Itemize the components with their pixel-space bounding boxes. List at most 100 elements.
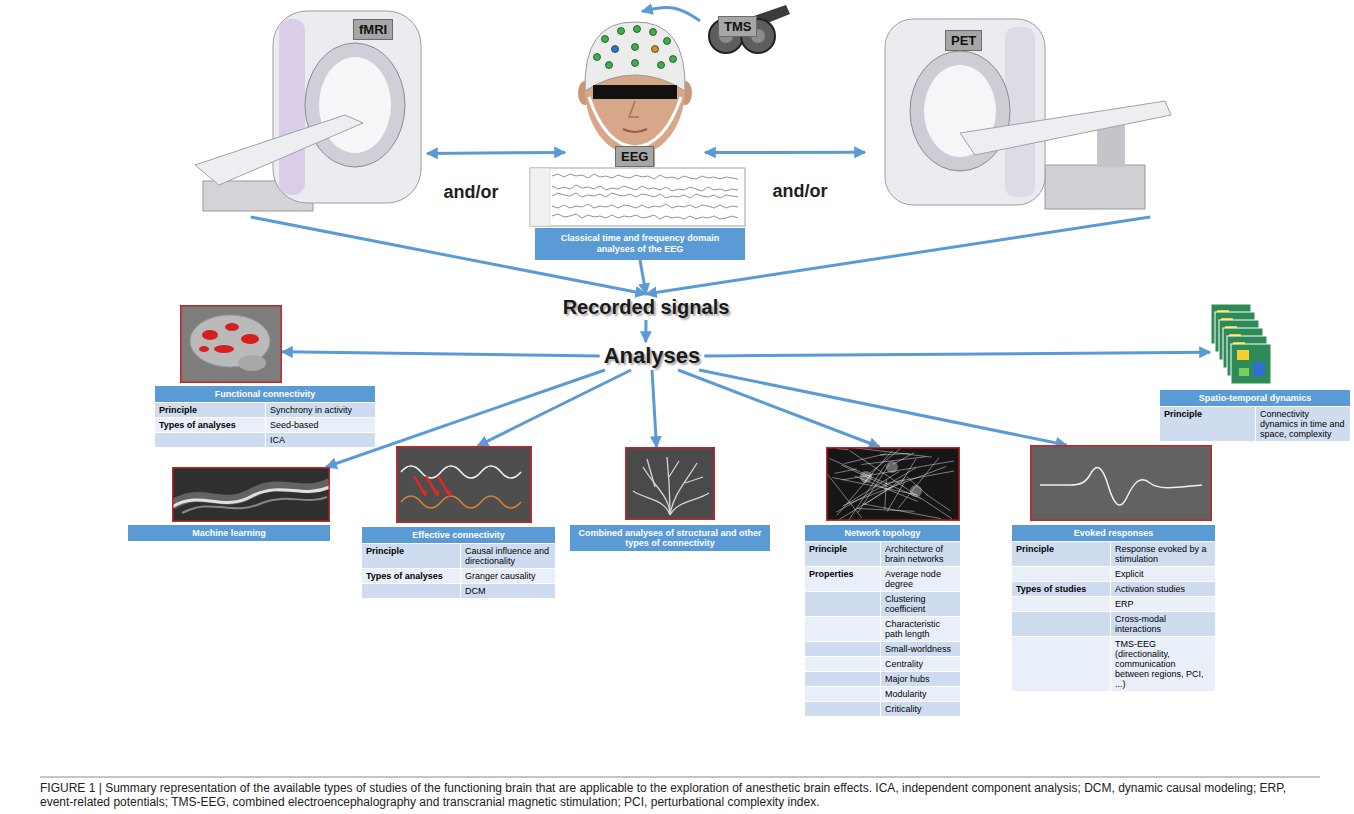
- electrode: [652, 46, 659, 53]
- thumbnail-image: [826, 447, 960, 521]
- map-patch: [1237, 350, 1249, 360]
- data-cloud: [182, 497, 327, 513]
- electrode: [658, 62, 665, 69]
- flow-arrow: [642, 8, 700, 21]
- thumbnail-image: [396, 446, 532, 523]
- network-edge: [829, 458, 920, 498]
- equipment-node: fMRI: [195, 5, 427, 217]
- image-ground: [180, 305, 282, 383]
- eeg-trace: [552, 204, 738, 208]
- row-value: Centrality: [881, 657, 960, 671]
- info-table: Network topologyPrincipleArchitecture of…: [805, 525, 960, 716]
- equipment-node: EEG: [565, 5, 705, 167]
- row-value: ICA: [266, 433, 375, 447]
- electrode: [632, 60, 639, 67]
- analysis-thumbnail: [625, 447, 715, 520]
- row-label: [1012, 612, 1110, 636]
- network-glow: [860, 471, 872, 483]
- row-value: Response evoked by a stimulation: [1111, 542, 1215, 566]
- box-text: Classical time and frequency domain anal…: [561, 233, 720, 254]
- scanner-accent: [279, 19, 305, 195]
- analysis-thumbnail: [826, 447, 960, 521]
- equipment-tag: TMS: [718, 16, 757, 37]
- thumbnail-frame: [397, 447, 532, 523]
- row-label: [155, 433, 265, 447]
- flow-arrow: [678, 370, 879, 447]
- analysis-thumbnail: [172, 467, 330, 522]
- row-label: [1012, 637, 1110, 691]
- row-value: Clustering coefficient: [881, 592, 960, 616]
- row-label: [805, 672, 880, 686]
- fibre-tract: [647, 459, 655, 487]
- map-patch: [1239, 368, 1249, 376]
- table-header: Machine learning: [128, 525, 330, 541]
- network-edge: [857, 508, 915, 511]
- stage-heading: Analyses: [600, 342, 705, 370]
- network-edge: [862, 504, 941, 519]
- caption-rule: [40, 777, 1320, 778]
- flow-arrow: [705, 151, 865, 154]
- row-value: Granger causality: [461, 569, 555, 583]
- map-patch: [1253, 362, 1265, 376]
- thumbnail-image: [1210, 303, 1274, 385]
- row-value: Seed-based: [266, 418, 375, 432]
- equipment-tag: PET: [945, 30, 982, 51]
- equipment-illustration: [865, 15, 1175, 217]
- analysis-thumbnail: [1030, 445, 1212, 521]
- data-cloud: [172, 483, 330, 505]
- electrode: [664, 38, 671, 45]
- network-edge: [926, 494, 950, 510]
- row-label: Principle: [805, 542, 880, 566]
- flow-arrow: [427, 151, 565, 155]
- analysis-panel: Network topologyPrincipleArchitecture of…: [805, 447, 960, 716]
- row-label: Types of analyses: [362, 569, 460, 583]
- activation-blob: [214, 345, 234, 353]
- equipment-label: TMS: [724, 19, 751, 34]
- activation-blob: [199, 346, 209, 352]
- electrode: [650, 29, 657, 36]
- eeg-trace: [552, 174, 738, 179]
- row-label: [1012, 567, 1110, 581]
- electrode: [602, 36, 609, 43]
- fibre-tract: [633, 491, 670, 515]
- eeg-trace-frame: [530, 168, 745, 226]
- equipment-tag: EEG: [615, 146, 654, 167]
- row-label: [805, 702, 880, 716]
- network-glow: [886, 461, 898, 473]
- thumbnail-frame: [827, 448, 960, 521]
- cap-strap: [589, 97, 681, 147]
- analysis-thumbnail: [180, 305, 282, 383]
- flow-arrow: [652, 370, 657, 447]
- info-table: Evoked responsesPrincipleResponse evoked…: [1012, 525, 1215, 691]
- analysis-panel: Effective connectivityPrincipleCausal in…: [362, 446, 555, 598]
- row-label: [1012, 597, 1110, 611]
- electrode: [634, 26, 641, 33]
- row-label: Principle: [362, 544, 460, 568]
- scanner-table: [960, 101, 1171, 155]
- network-edge: [887, 482, 905, 512]
- analysis-thumbnail: [1210, 303, 1274, 385]
- image-ground: [396, 446, 532, 523]
- row-label: Principle: [1012, 542, 1110, 566]
- electrode: [670, 56, 677, 63]
- mouth: [623, 129, 647, 132]
- row-label: [362, 584, 460, 598]
- image-ground: [625, 447, 715, 520]
- eeg-trace: [552, 193, 738, 198]
- flow-arrow: [282, 352, 600, 356]
- row-value: Modularity: [881, 687, 960, 701]
- fibre-tract: [670, 463, 697, 515]
- causal-arrow-head: [433, 490, 439, 496]
- edge-label: and/or: [443, 181, 498, 203]
- electrode: [594, 54, 601, 61]
- thumbnail-frame: [181, 306, 282, 383]
- analysis-panel: Machine learning: [128, 467, 330, 541]
- row-value: Small-worldness: [881, 642, 960, 656]
- row-value: Connectivity dynamics in time and space,…: [1256, 407, 1350, 441]
- info-table: Combined analyses of structural and othe…: [570, 525, 770, 551]
- network-edge: [849, 464, 886, 520]
- info-table: Effective connectivityPrincipleCausal in…: [362, 527, 555, 598]
- eye-bar: [593, 85, 677, 99]
- row-value: TMS-EEG (directionality, communication b…: [1111, 637, 1215, 691]
- image-ground: [826, 447, 960, 521]
